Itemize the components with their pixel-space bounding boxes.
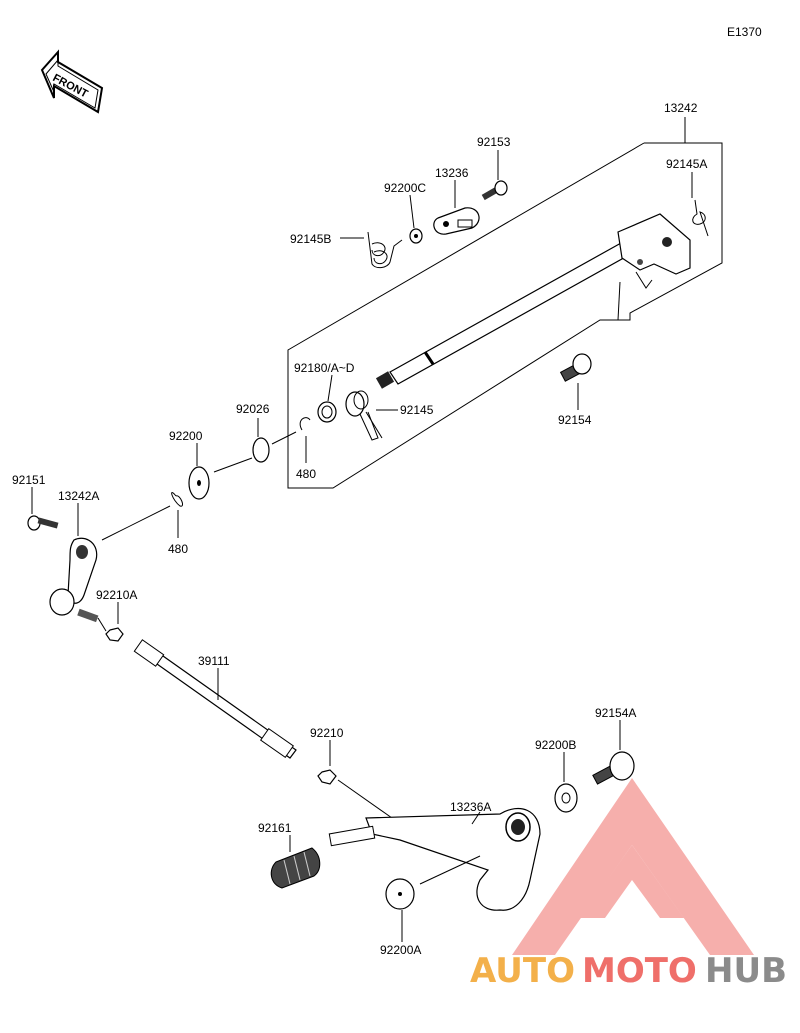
- label-92161: 92161: [258, 821, 292, 835]
- label-39111: 39111: [198, 654, 230, 668]
- diagram-code: E1370: [727, 25, 762, 39]
- spring-92145: [345, 390, 383, 441]
- watermark-logo: [512, 778, 754, 955]
- watermark-moto: MOTO: [582, 951, 697, 991]
- bolt-92151: [27, 515, 59, 531]
- lever-plate-13236: [433, 207, 480, 235]
- label-92200b: 92200B: [535, 738, 576, 752]
- nut-92210a: [77, 608, 124, 642]
- label-480-lower: 480: [168, 542, 188, 556]
- shift-pedal-13236a: [328, 807, 541, 911]
- label-92210a: 92210A: [96, 588, 137, 602]
- shift-shaft: [375, 213, 691, 389]
- label-92145b: 92145B: [290, 232, 331, 246]
- label-92210: 92210: [310, 726, 344, 740]
- shift-lever-arm-13242a: [49, 537, 98, 616]
- label-92145a: 92145A: [666, 157, 707, 171]
- watermark-auto: AUTO: [470, 951, 575, 991]
- spring-92145a: [692, 199, 709, 237]
- label-480-upper: 480: [296, 467, 316, 481]
- front-arrow-icon: [40, 49, 104, 114]
- label-92200a: 92200A: [380, 943, 421, 957]
- label-92154: 92154: [558, 413, 592, 427]
- assembly-bracket: [287, 142, 723, 489]
- label-13236a: 13236A: [450, 800, 491, 814]
- spring-92145b: [367, 231, 403, 269]
- pedal-rubber-92161: [270, 847, 321, 889]
- label-92145: 92145: [400, 403, 434, 417]
- label-13242: 13242: [664, 101, 698, 115]
- label-13236: 13236: [435, 166, 469, 180]
- label-92180: 92180/A~D: [294, 361, 355, 375]
- circlip-480-lower: [171, 492, 183, 507]
- label-92151: 92151: [12, 473, 46, 487]
- label-92200c: 92200C: [384, 181, 426, 195]
- shift-rod-39111: [133, 639, 297, 759]
- label-92153: 92153: [477, 135, 511, 149]
- circlip-480-upper: [299, 417, 311, 431]
- label-13242a: 13242A: [58, 489, 99, 503]
- washer-92026: [252, 437, 270, 463]
- bolt-92153: [481, 180, 508, 201]
- label-92200: 92200: [169, 429, 203, 443]
- bolt-92154a: [592, 751, 635, 785]
- nut-92210: [317, 769, 337, 785]
- bolt-92154: [559, 353, 592, 382]
- label-92026: 92026: [236, 402, 270, 416]
- label-92154a: 92154A: [595, 706, 636, 720]
- watermark-hub: HUB: [705, 951, 787, 991]
- washer-92180: [317, 401, 337, 423]
